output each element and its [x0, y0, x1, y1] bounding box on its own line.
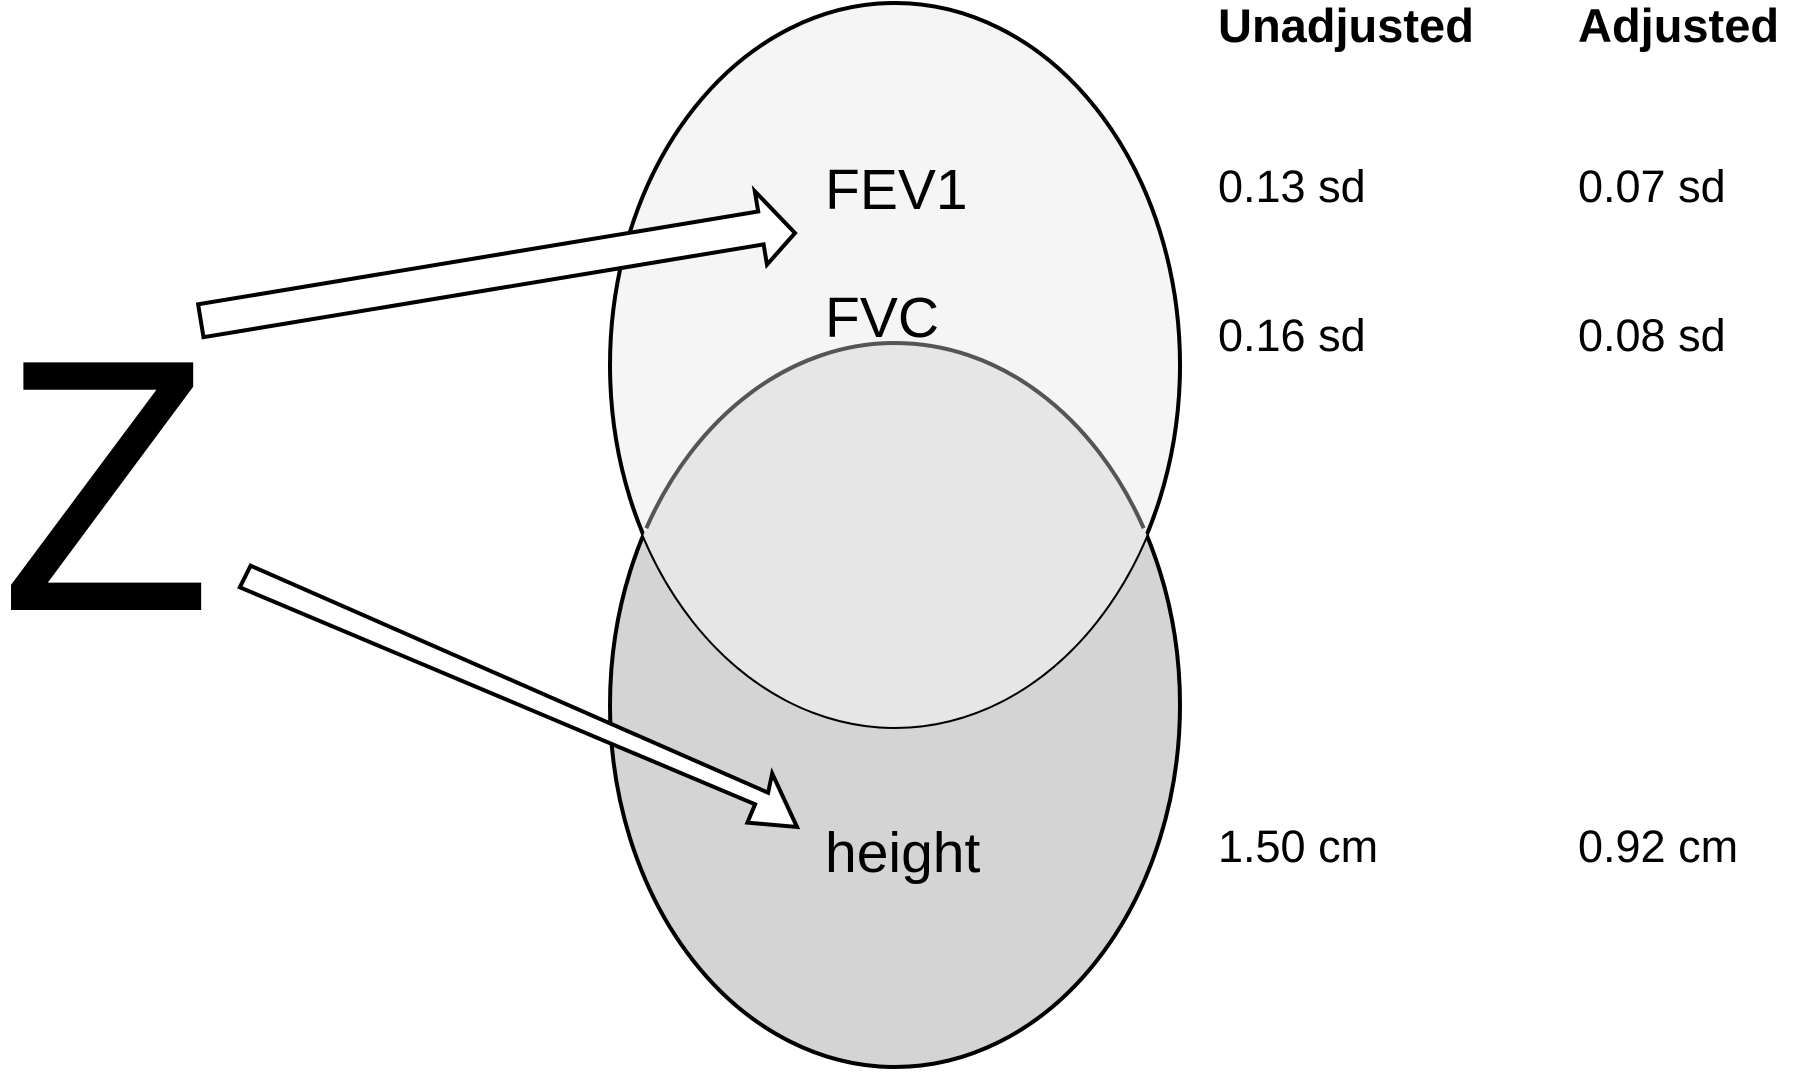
- outcome-fev1: FEV1: [825, 158, 968, 222]
- fvc-adjusted-value: 0.08 sd: [1578, 310, 1726, 361]
- fev1-unadjusted-value: 0.13 sd: [1218, 161, 1366, 212]
- height-unadjusted-value: 1.50 cm: [1218, 821, 1378, 872]
- header-unadjusted: Unadjusted: [1218, 0, 1474, 52]
- overlap-outline: [644, 341, 1146, 530]
- exposure-label: Z: [0, 285, 212, 687]
- outcome-height: height: [825, 821, 980, 885]
- overlap-region: [610, 343, 1180, 727]
- outcome-fvc: FVC: [825, 286, 939, 350]
- arrow-to-lung-function: [195, 185, 798, 340]
- height-adjusted-value: 0.92 cm: [1578, 821, 1738, 872]
- fvc-unadjusted-value: 0.16 sd: [1218, 310, 1366, 361]
- arrow-to-height: [237, 563, 801, 830]
- header-adjusted: Adjusted: [1578, 0, 1779, 52]
- fev1-adjusted-value: 0.07 sd: [1578, 161, 1726, 212]
